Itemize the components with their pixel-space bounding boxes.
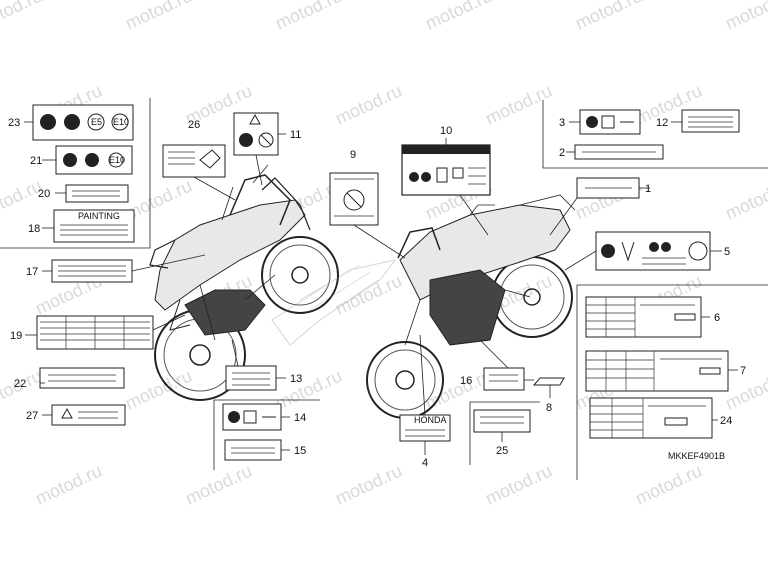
- watermark-text: motod.ru: [332, 270, 405, 318]
- callout-9: 9: [350, 149, 356, 161]
- label-5-tire-info: [595, 231, 711, 271]
- watermark-text: motod.ru: [632, 460, 705, 508]
- callout-25: 25: [496, 445, 508, 457]
- label-21-fuel-set: E10: [55, 145, 133, 175]
- callout-13: 13: [290, 373, 302, 385]
- label-14: [222, 403, 282, 431]
- watermark-text: motod.ru: [332, 460, 405, 508]
- callout-2: 2: [559, 147, 565, 159]
- watermark-text: motod.ru: [572, 0, 645, 34]
- callout-10: 10: [440, 125, 452, 137]
- callout-1: 1: [645, 183, 651, 195]
- callout-22: 22: [14, 378, 26, 390]
- watermark-text: motod.ru: [722, 175, 768, 223]
- callout-19: 19: [10, 330, 22, 342]
- watermark-text: motod.ru: [122, 0, 195, 34]
- watermark-text: motod.ru: [272, 0, 345, 34]
- label-7-spec-table: [585, 350, 729, 392]
- label-3: [579, 109, 641, 135]
- label-6-spec-table: [585, 296, 702, 338]
- label-4-honda-plate: HONDA: [399, 414, 451, 442]
- label-20: [65, 184, 129, 203]
- label-9-no-fire: [329, 172, 379, 226]
- callout-7: 7: [740, 365, 746, 377]
- label-15: [224, 439, 282, 461]
- watermark-text: motod.ru: [482, 460, 555, 508]
- watermark-text: motod.ru: [482, 80, 555, 128]
- label-18-caution: PAINTING: [53, 209, 135, 243]
- label-27-warning: [51, 404, 126, 426]
- callout-16: 16: [460, 375, 472, 387]
- honda-wing-logo: [271, 259, 397, 346]
- watermark-text: motod.ru: [0, 0, 45, 34]
- callout-numbers: 1 2 3 4 5 6 7 8 9 10 11 12 13 14 15 16 1…: [8, 117, 746, 469]
- label-11: [233, 112, 279, 156]
- honda-plate-text: HONDA: [414, 415, 447, 425]
- callout-21: 21: [30, 155, 42, 167]
- callout-23: 23: [8, 117, 20, 129]
- watermark-text: motod.ru: [722, 0, 768, 34]
- section-borders: [0, 98, 768, 480]
- callout-12: 12: [656, 117, 668, 129]
- watermark-text: motod.ru: [332, 80, 405, 128]
- callout-18: 18: [28, 223, 40, 235]
- callout-3: 3: [559, 117, 565, 129]
- label-19-multi-language: [36, 315, 154, 350]
- label-23-fuel-set: E5 E10: [32, 104, 134, 141]
- label-16: [483, 367, 525, 391]
- watermark-text: motod.ru: [182, 460, 255, 508]
- label-26-fuel-filling: [162, 144, 226, 178]
- callout-17: 17: [26, 266, 38, 278]
- label-8: [532, 377, 565, 386]
- label-22: [39, 367, 125, 389]
- label-2: [574, 144, 664, 160]
- callout-24: 24: [720, 415, 732, 427]
- label-24-spec-table: [589, 397, 713, 439]
- callout-8: 8: [546, 402, 552, 414]
- callout-5: 5: [724, 246, 730, 258]
- e5-text: E5: [91, 117, 102, 127]
- label-1: [576, 177, 640, 199]
- e10-text: E10: [113, 117, 129, 127]
- leader-lines: [24, 121, 738, 455]
- label-10-load-info: [401, 144, 491, 196]
- callout-26: 26: [188, 119, 200, 131]
- callout-20: 20: [38, 188, 50, 200]
- label-25: [473, 409, 531, 433]
- caution-heading-text: PAINTING: [78, 211, 120, 221]
- label-12: [681, 109, 740, 133]
- callout-15: 15: [294, 445, 306, 457]
- callout-4: 4: [422, 457, 428, 469]
- callout-11: 11: [290, 129, 301, 141]
- watermark-text: motod.ru: [32, 460, 105, 508]
- label-17: [51, 259, 133, 283]
- callout-14: 14: [294, 412, 306, 424]
- watermark-text: motod.ru: [272, 365, 345, 413]
- e10-small-text: E10: [109, 155, 125, 165]
- right-motorcycle-illustration: [366, 194, 576, 419]
- left-motorcycle-illustration: [149, 164, 339, 401]
- diagram-code: MKKEF4901B: [668, 451, 725, 461]
- callout-6: 6: [714, 312, 720, 324]
- callout-27: 27: [26, 410, 38, 422]
- watermark-text: motod.ru: [422, 0, 495, 34]
- label-13: [225, 365, 277, 391]
